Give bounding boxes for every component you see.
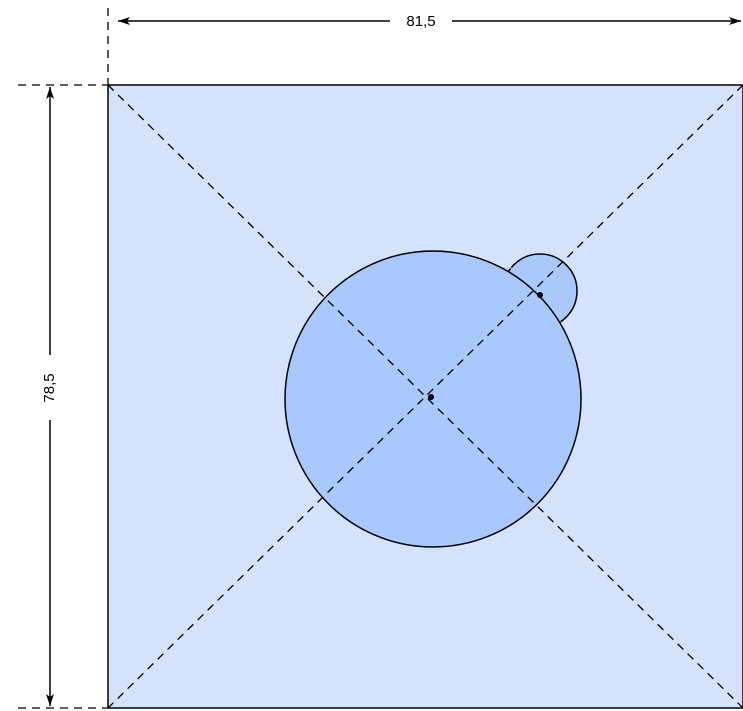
small-circle-center-point	[537, 292, 543, 298]
plate-center-point	[428, 394, 434, 400]
height-dimension-label[interactable]: 78,5	[41, 373, 58, 402]
width-dimension-label[interactable]: 81,5	[406, 13, 435, 30]
